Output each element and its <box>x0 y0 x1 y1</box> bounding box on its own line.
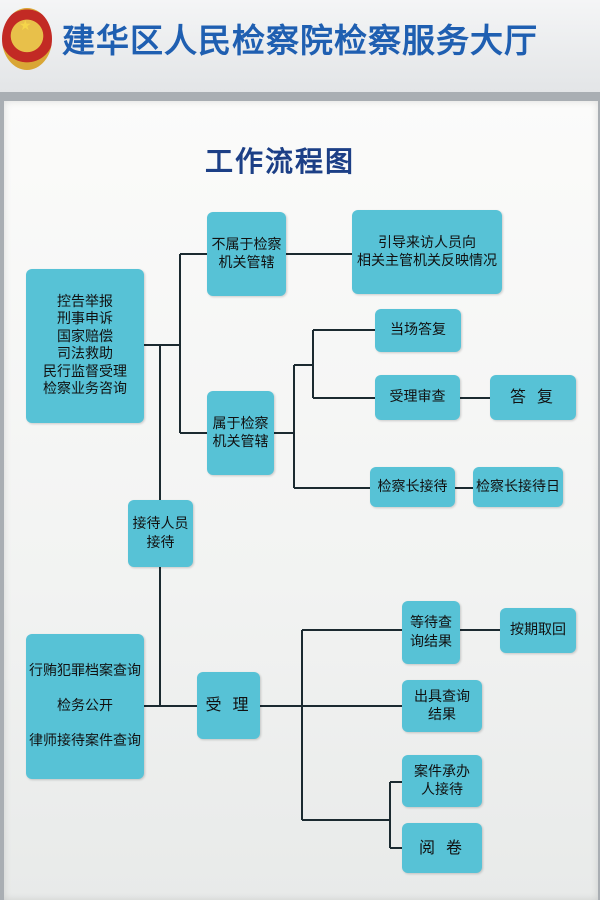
flowchart-title: 工作流程图 <box>205 145 356 178</box>
node-chief-reception-day: 检察长接待日 <box>473 467 563 507</box>
node-chief-reception: 检察长接待 <box>370 467 455 507</box>
header-banner: ★ 建华区人民检察院检察服务大厅 <box>0 0 600 92</box>
node-collect-on-time: 按期取回 <box>500 608 576 653</box>
page-title: 建华区人民检察院检察服务大厅 <box>62 21 538 60</box>
node-accept: 受 理 <box>197 672 260 739</box>
node-jurisdiction: 属于检察 机关管辖 <box>207 391 274 475</box>
node-accept-review: 受理审查 <box>375 375 460 420</box>
node-complaints: 控告举报 刑事申诉 国家赔偿 司法救助 民行监督受理 检察业务咨询 <box>26 269 144 423</box>
node-review-files: 阅 卷 <box>402 823 482 873</box>
node-await-result: 等待查 询结果 <box>402 601 460 664</box>
node-queries: 行贿犯罪档案查询 检务公开 律师接待案件查询 <box>26 634 144 779</box>
node-issue-result: 出具查询 结果 <box>402 680 482 732</box>
procuratorate-emblem-icon: ★ <box>2 8 52 70</box>
node-guide-visitor: 引导来访人员向 相关主管机关反映情况 <box>352 210 502 294</box>
node-case-handler: 案件承办 人接待 <box>402 755 482 807</box>
node-reply: 答 复 <box>490 375 576 420</box>
star-icon: ★ <box>19 18 32 34</box>
node-reception: 接待人员 接待 <box>128 500 193 567</box>
node-immediate-reply: 当场答复 <box>375 309 461 352</box>
node-not-jurisdiction: 不属于检察 机关管辖 <box>207 212 286 296</box>
